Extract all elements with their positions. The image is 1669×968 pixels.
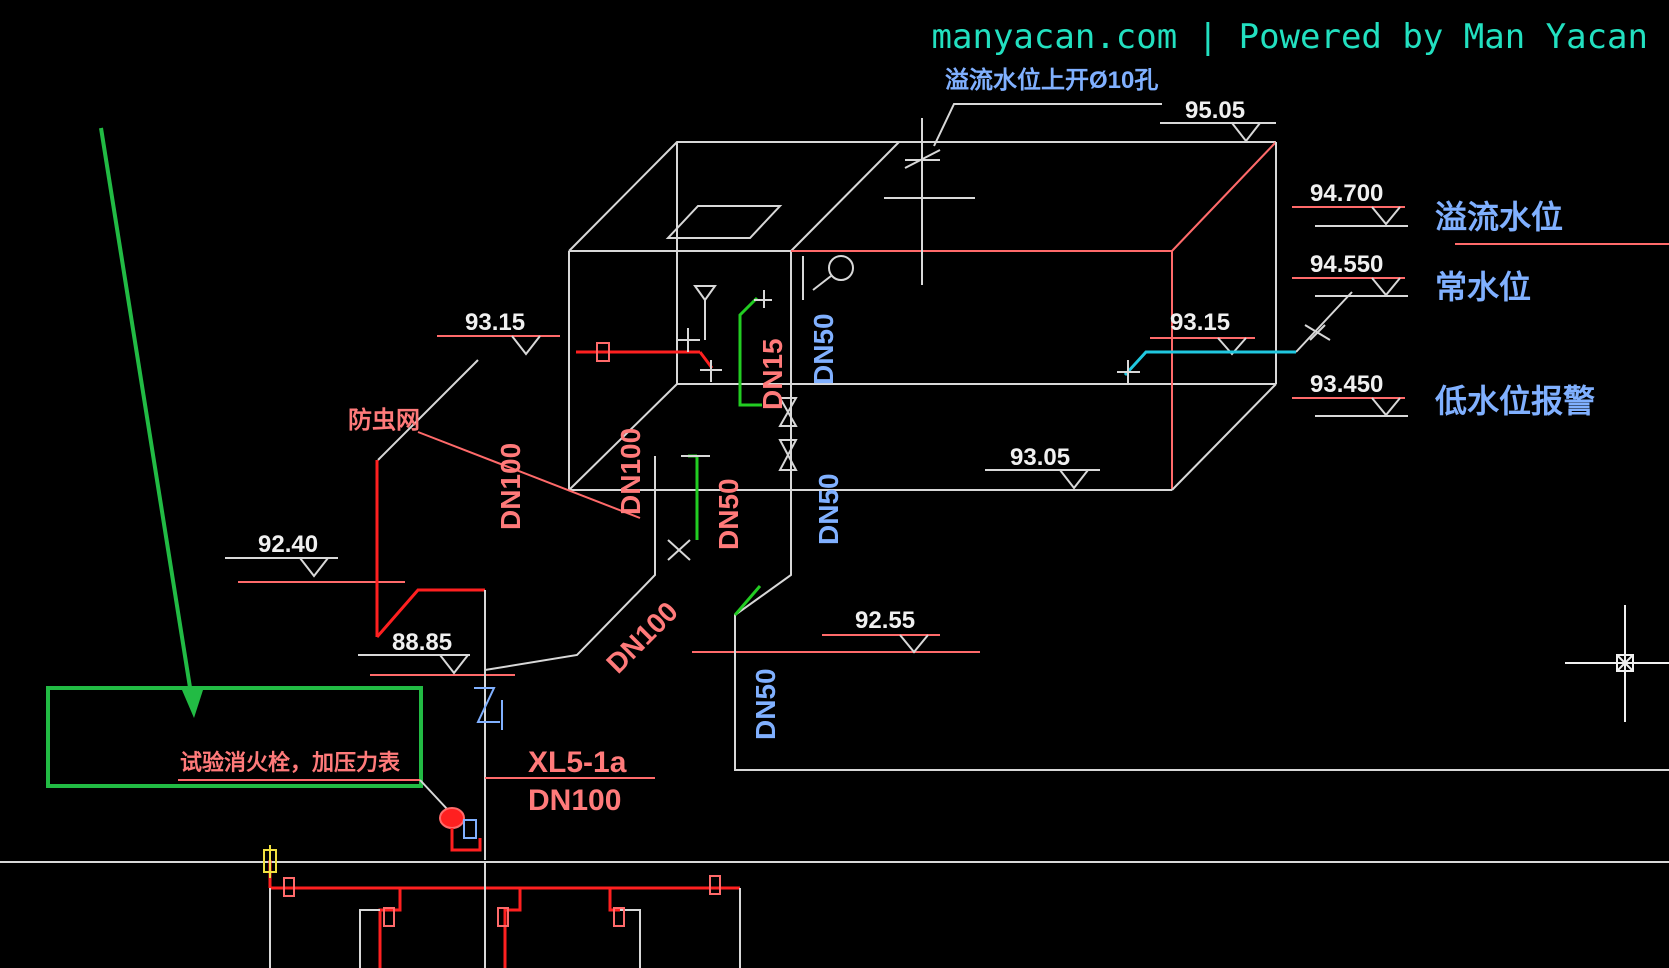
elevation-92-55-label: 92.55 — [855, 607, 915, 634]
pipe-size-dn50-mid: DN50 — [813, 473, 844, 545]
yellow-fitting — [263, 845, 277, 878]
elevation-93-15-right-label: 93.15 — [1170, 309, 1230, 336]
elevation-93-05 — [985, 469, 1100, 490]
red-vertical-pipe — [375, 460, 485, 638]
elevation-94-550 — [1292, 277, 1408, 297]
normal-level-label: 常水位 — [1435, 269, 1531, 305]
elevation-94-550-label: 94.550 — [1310, 251, 1383, 278]
elevation-93-15-left-label: 93.15 — [465, 309, 525, 336]
vent-pipe — [884, 103, 1162, 285]
elevation-95-05 — [1160, 122, 1276, 143]
overflow-level-label: 溢流水位 — [1435, 199, 1563, 235]
cursor-crosshair[interactable] — [1565, 605, 1669, 722]
highlight-arrow — [99, 127, 203, 718]
riser-id-label: XL5-1a — [528, 746, 627, 779]
test-hydrant-label: 试验消火栓，加压力表 — [180, 750, 401, 775]
elevation-88-85 — [358, 654, 515, 676]
outlet-valve-cross — [677, 328, 722, 382]
pipe-size-dn100-c: DN100 — [600, 596, 684, 680]
elevation-92-55 — [692, 634, 980, 654]
pipe-size-dn100-b: DN100 — [615, 428, 646, 515]
pipe-size-dn50-top: DN50 — [808, 313, 839, 385]
elevation-94-700-label: 94.700 — [1310, 180, 1383, 207]
red-distribution-main — [268, 860, 740, 968]
green-pipes — [688, 296, 762, 616]
elevation-95-05-label: 95.05 — [1185, 97, 1245, 124]
elevation-93-05-label: 93.05 — [1010, 444, 1070, 471]
check-valve — [474, 687, 503, 730]
elevation-92-40-label: 92.40 — [258, 531, 318, 558]
red-outlet-pipe — [576, 342, 714, 369]
riser-size-label: DN100 — [528, 784, 621, 817]
insect-screen-label: 防虫网 — [348, 406, 420, 434]
elevation-93-450 — [1292, 397, 1408, 417]
pipe-size-dn50-green: DN50 — [713, 478, 744, 550]
water-tank — [568, 141, 1277, 491]
distribution-valves — [283, 875, 721, 927]
pipe-size-dn50-bottom: DN50 — [750, 668, 781, 740]
pipe-size-dn15: DN15 — [757, 338, 788, 410]
watermark-text: manyacan.com | Powered by Man Yacan — [932, 17, 1648, 57]
elevation-93-15-right — [1150, 337, 1255, 356]
overflow-pipe — [1295, 243, 1669, 353]
insect-screen-leader — [377, 359, 641, 519]
riser-valves — [667, 255, 854, 561]
elevation-88-85-label: 88.85 — [392, 629, 452, 656]
inlet-valve-cross — [1117, 360, 1140, 384]
test-hydrant-symbol — [419, 779, 482, 852]
white-riser-pipes — [484, 252, 1669, 860]
elevation-94-700 — [1292, 206, 1408, 227]
elevation-93-450-label: 93.450 — [1310, 371, 1383, 398]
pipe-size-dn100-a: DN100 — [495, 443, 526, 530]
cyan-inlet-pipe — [1123, 350, 1296, 377]
elevation-93-15-left — [437, 335, 560, 356]
white-distribution-drops — [269, 862, 741, 968]
low-level-alarm-label: 低水位报警 — [1435, 383, 1595, 419]
highlight-box — [46, 686, 423, 788]
overflow-hole-note: 溢流水位上开Ø10孔 — [945, 66, 1158, 94]
